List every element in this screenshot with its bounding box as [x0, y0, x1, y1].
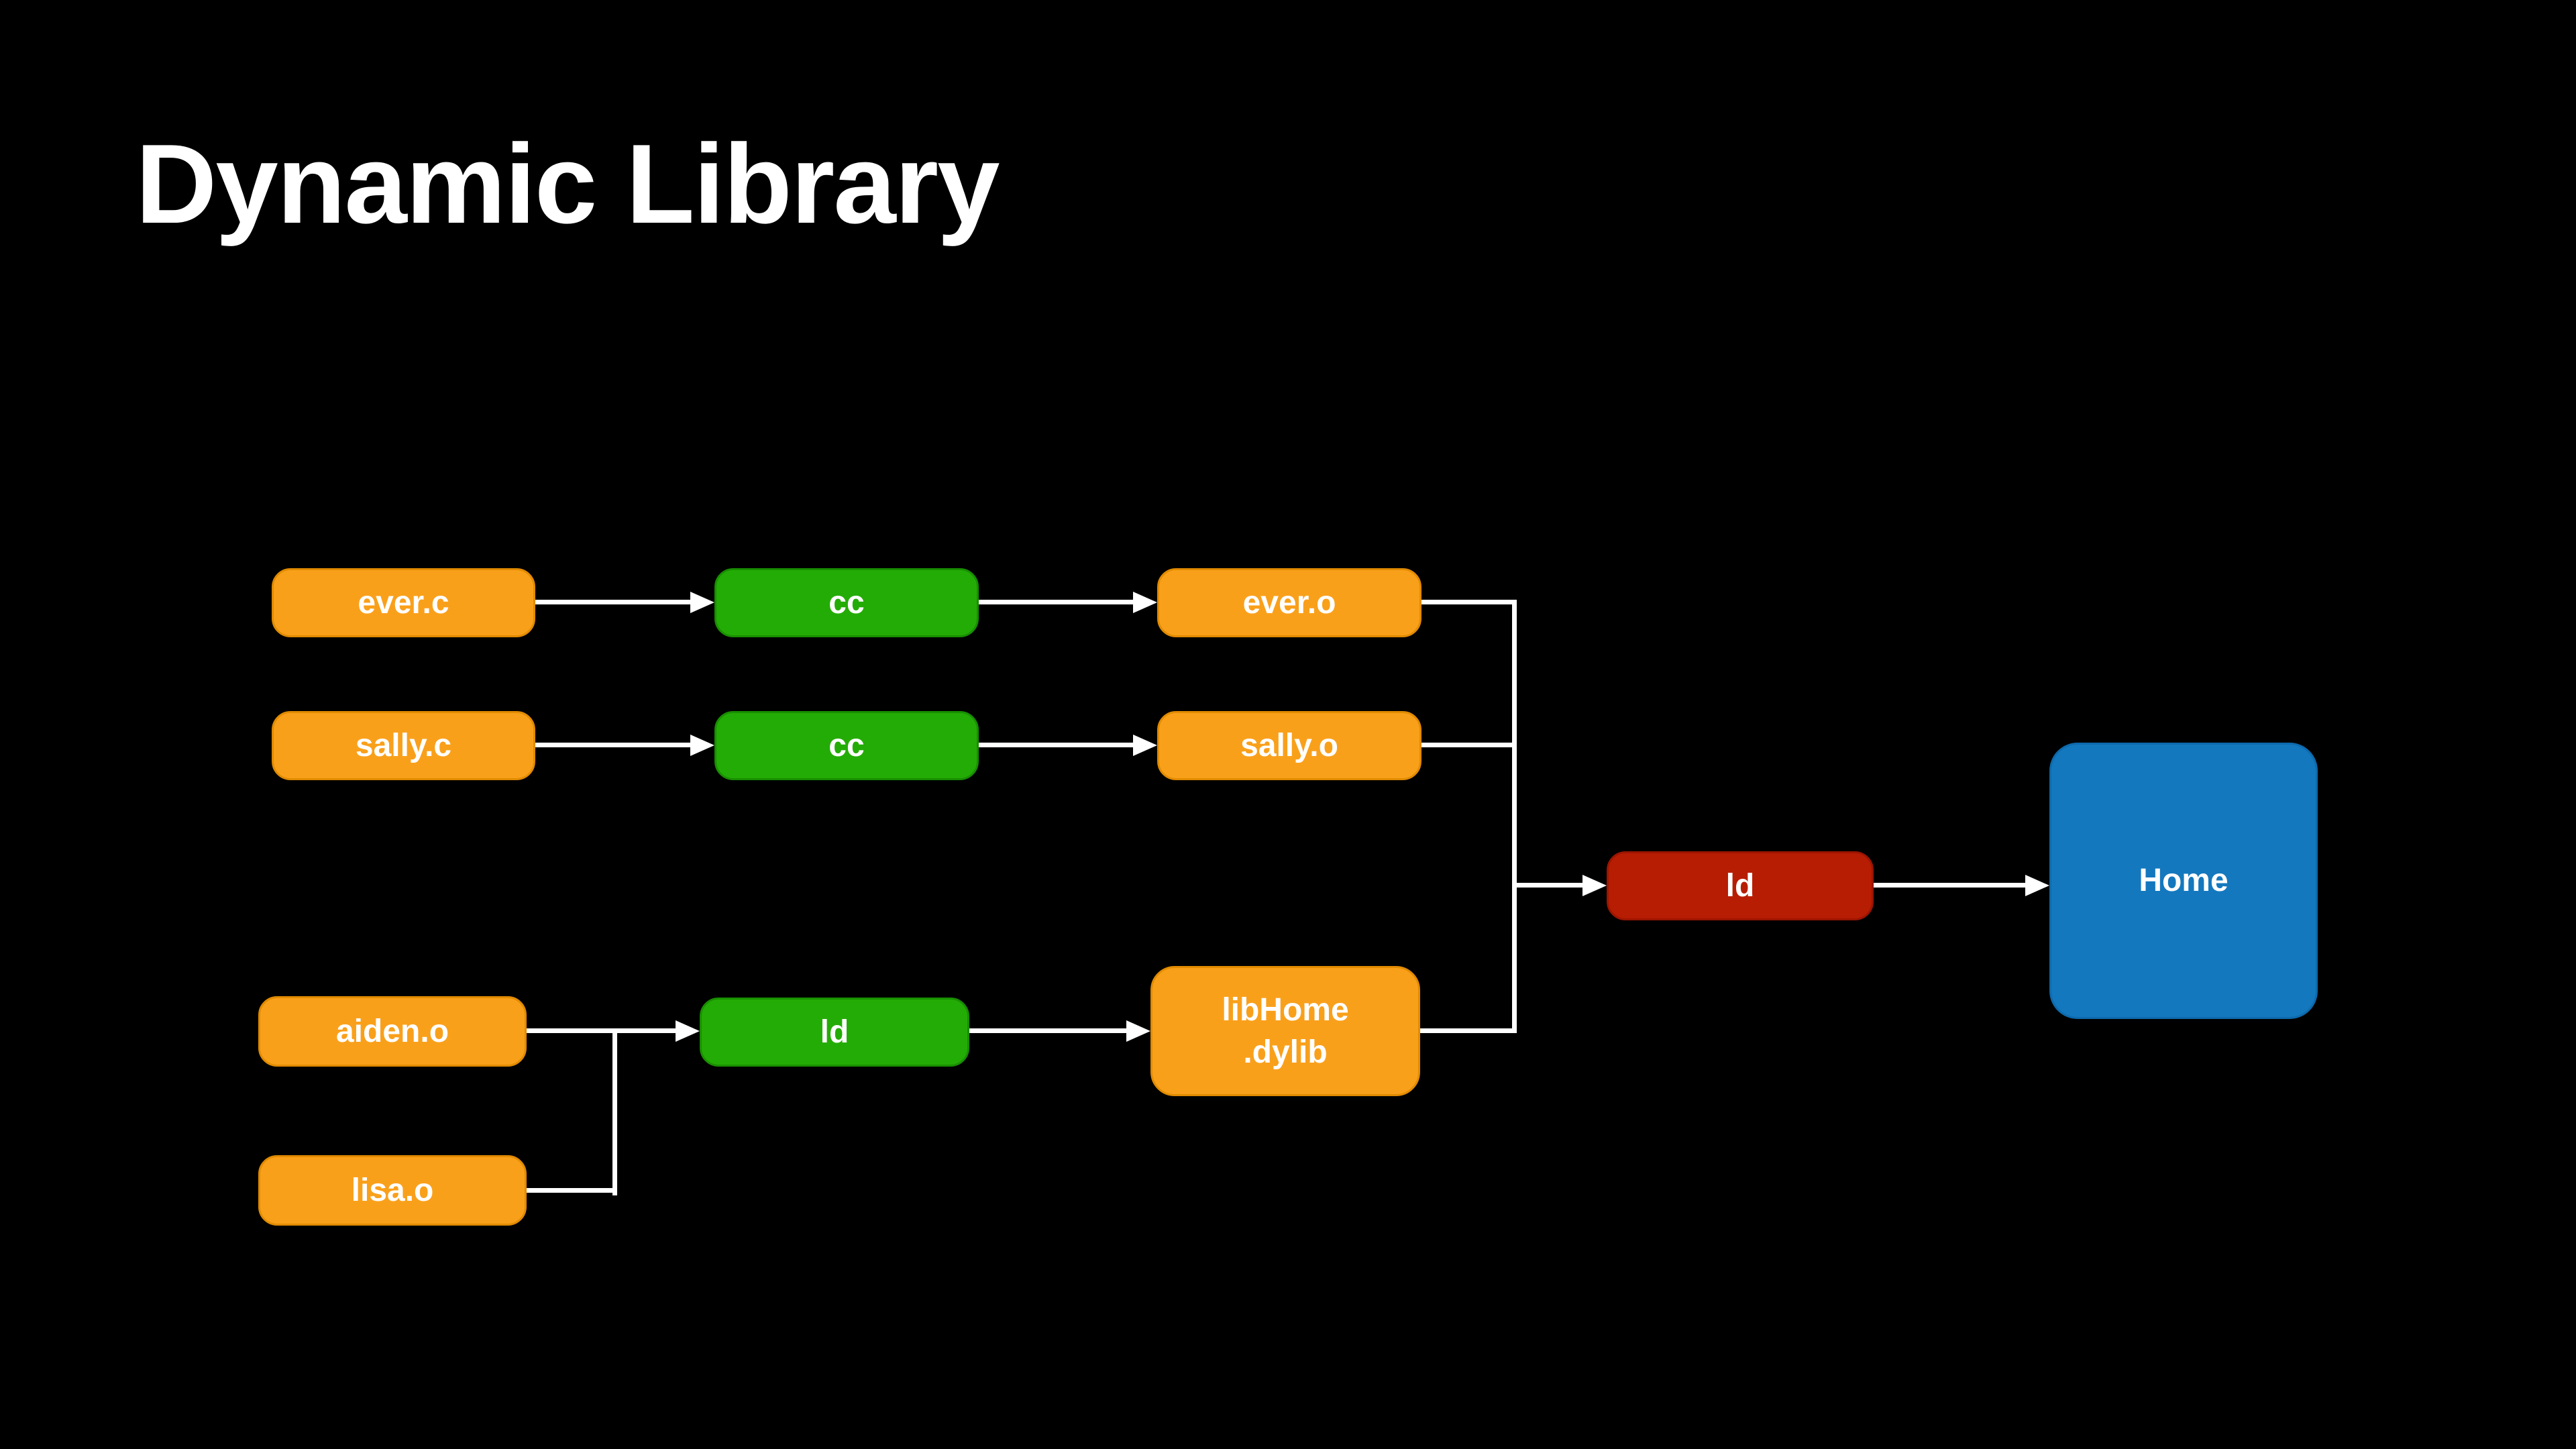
connector-ld-dynamic-to-home: [1874, 883, 2025, 888]
arrowhead-trunk-to-ld-dynamic: [1582, 875, 1607, 896]
connector-merge-trunk: [1512, 600, 1517, 1033]
node-ever-c: ever.c: [272, 568, 535, 637]
node-lisa-o: lisa.o: [258, 1155, 527, 1226]
arrowhead-ld-dynamic-to-home: [2025, 875, 2049, 896]
arrowhead-ever-c-to-cc: [690, 592, 714, 613]
connector-sally-c-to-cc: [535, 743, 692, 747]
slide-title: Dynamic Library: [136, 121, 1000, 247]
arrowhead-cc-to-ever-o: [1133, 592, 1157, 613]
node-ld-static: ld: [700, 998, 969, 1067]
connector-trunk-to-ld-dynamic: [1517, 883, 1582, 888]
arrowhead-ld-to-libhome: [1126, 1020, 1150, 1042]
arrowhead-cc-to-sally-o: [1133, 735, 1157, 756]
connector-lisa-elbow-vertical: [612, 1028, 617, 1195]
connector-ever-c-to-cc: [535, 600, 692, 604]
node-home: Home: [2049, 743, 2318, 1019]
connector-ld-to-libhome: [969, 1028, 1126, 1033]
arrowhead-sally-c-to-cc: [690, 735, 714, 756]
arrowhead-aiden-o-to-ld: [676, 1020, 700, 1042]
connector-ever-o-to-trunk: [1421, 600, 1517, 604]
connector-lisa-o-to-elbow: [527, 1188, 617, 1193]
node-cc-bottom: cc: [714, 711, 979, 780]
node-ld-dynamic: ld: [1607, 851, 1874, 920]
node-sally-o: sally.o: [1157, 711, 1421, 780]
node-libhome-dylib: libHome .dylib: [1150, 966, 1420, 1096]
node-ever-o: ever.o: [1157, 568, 1421, 637]
connector-cc-to-sally-o: [979, 743, 1134, 747]
node-cc-top: cc: [714, 568, 979, 637]
node-sally-c: sally.c: [272, 711, 535, 780]
connector-aiden-o-to-ld: [527, 1028, 676, 1033]
connector-cc-to-ever-o: [979, 600, 1134, 604]
connector-sally-o-to-trunk: [1421, 743, 1517, 747]
node-aiden-o: aiden.o: [258, 996, 527, 1067]
connector-libhome-to-trunk: [1420, 1028, 1517, 1033]
